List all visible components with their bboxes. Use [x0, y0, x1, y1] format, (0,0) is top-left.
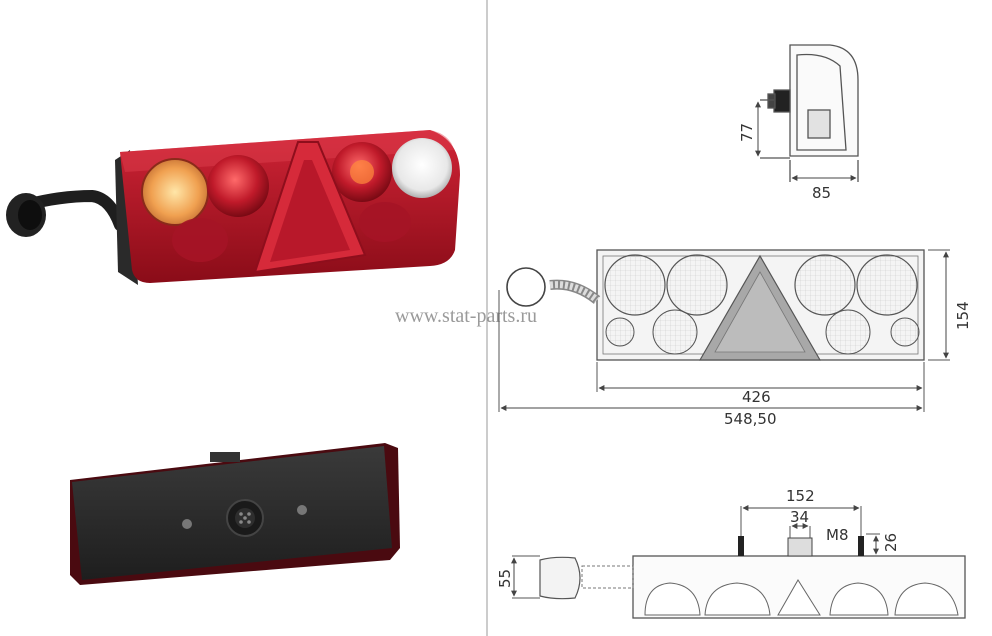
drawing-lens-3	[794, 254, 856, 316]
front-view-drawing	[506, 249, 925, 361]
indicator-lens	[142, 159, 208, 225]
dim-bottom-thread: M8	[826, 526, 849, 544]
mount-bolt-right	[297, 505, 307, 515]
lamp-back-photo	[70, 443, 400, 585]
drawing-lens-4	[856, 254, 918, 316]
bottom-bolt-right	[858, 536, 864, 556]
dim-front-total-width: 548,50	[724, 410, 777, 428]
front-dimension-lines	[498, 249, 950, 412]
dim-front-body-width: 426	[742, 388, 771, 406]
drawing-plug-icon	[506, 267, 546, 307]
drawing-lens-2	[666, 254, 728, 316]
drawing-lens-1	[604, 254, 666, 316]
bottom-dimension-lines	[512, 506, 880, 599]
dim-front-height: 154	[954, 301, 972, 330]
dim-bottom-bolt-spacing: 152	[786, 487, 815, 505]
bottom-connector	[787, 537, 813, 557]
bottom-view-drawing	[539, 536, 966, 619]
dim-side-height: 77	[738, 123, 756, 142]
reverse-lens	[392, 138, 452, 198]
watermark-text: www.stat-parts.ru	[395, 305, 537, 327]
bottom-bolt-left	[738, 536, 744, 556]
dim-bottom-height: 55	[496, 569, 514, 588]
side-view-drawing	[760, 44, 859, 182]
dim-bottom-bolt-length: 26	[882, 533, 900, 552]
stop-lens	[207, 155, 269, 217]
dim-side-depth: 85	[812, 184, 831, 202]
bottom-plug-icon	[539, 556, 581, 600]
mount-bolt-left	[182, 519, 192, 529]
dim-bottom-connector-width: 34	[790, 508, 809, 526]
lamp-front-photo	[6, 130, 460, 285]
